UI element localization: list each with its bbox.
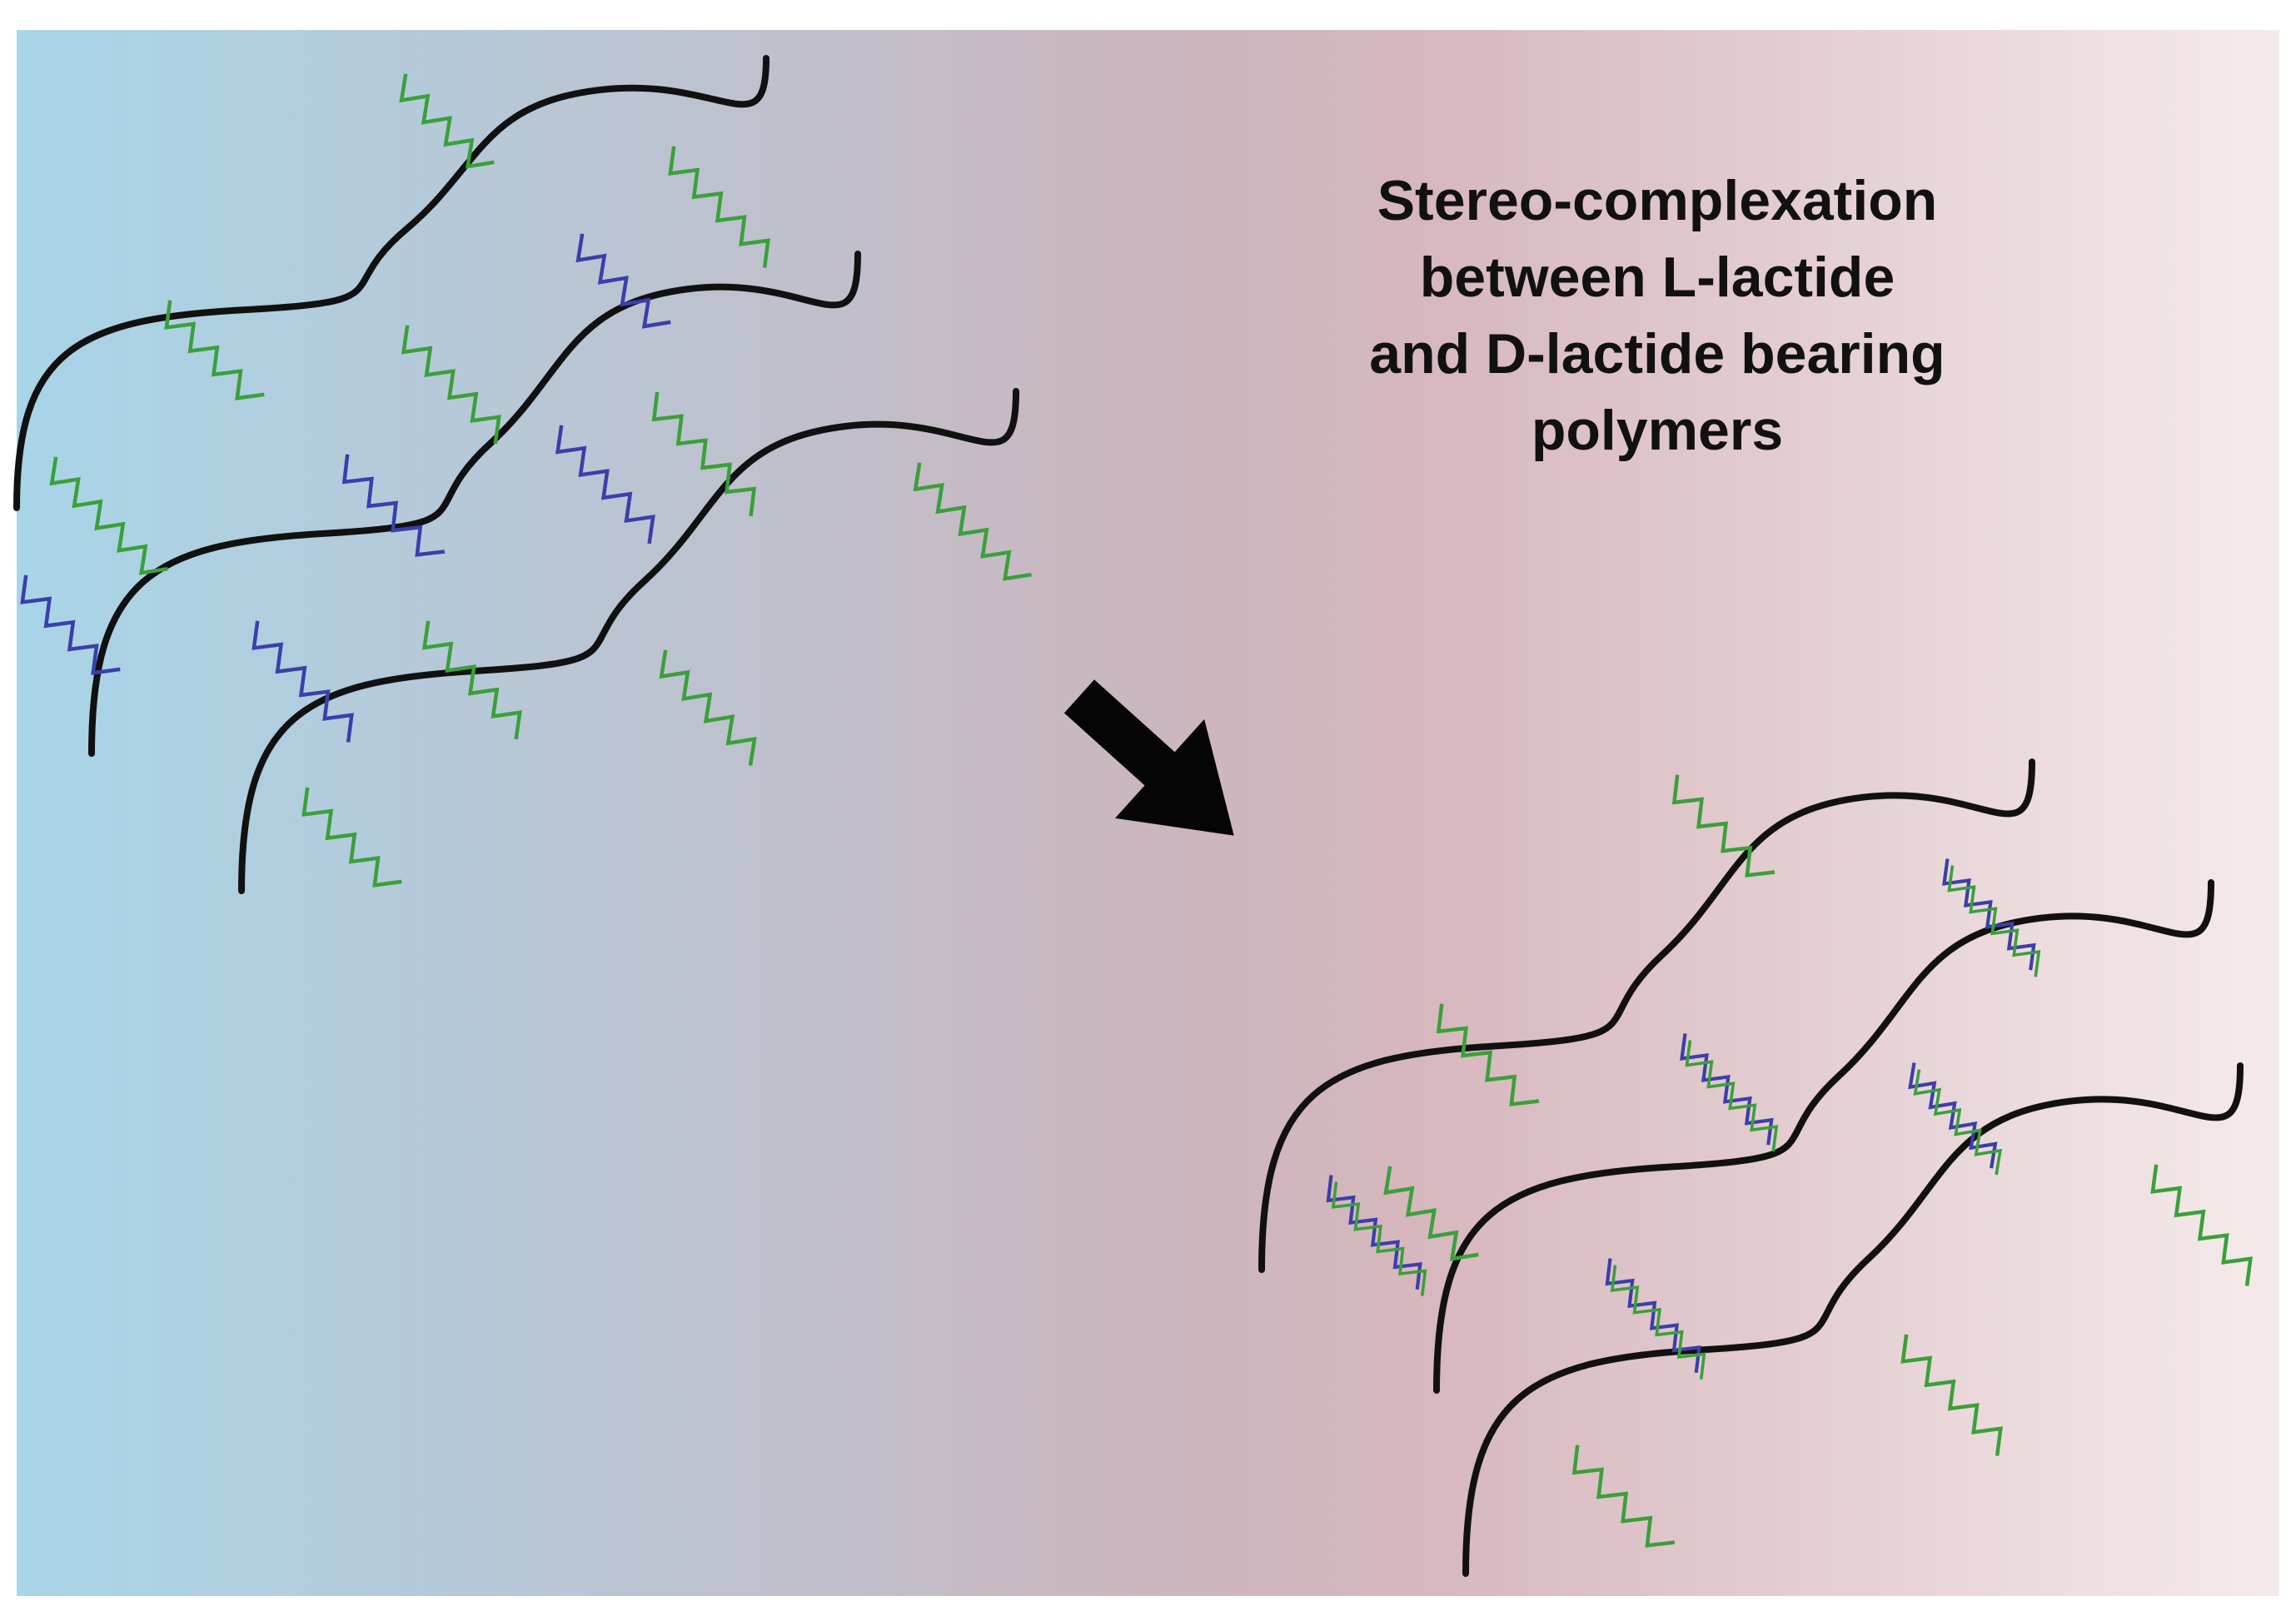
complexed-l-chain-5	[1610, 1265, 1706, 1380]
l-lactide-chain-3	[164, 300, 265, 400]
l-lactide-chain-10	[913, 462, 1032, 581]
l-lactide-chain-13	[421, 620, 522, 740]
complexed-l-chain-2	[1685, 1040, 1779, 1152]
complex-backbone-3	[1462, 1062, 2244, 1577]
free-l-chain-4	[1900, 1334, 2003, 1456]
separate-polymers-group	[13, 55, 1032, 894]
free-l-chain-1	[1671, 774, 1776, 878]
arrow-down-right-icon	[1063, 679, 1234, 836]
l-lactide-chain-2	[668, 146, 770, 268]
complex-backbone-2	[1433, 879, 2214, 1394]
d-lactide-chain-11	[20, 574, 121, 675]
polymer-backbone-3	[238, 388, 1019, 894]
complexed-d-chain-2	[1680, 1033, 1774, 1146]
complexed-d-chain-4	[1326, 1175, 1422, 1290]
free-l-chain-5	[1571, 1444, 1676, 1548]
d-lactide-chain-9	[555, 425, 655, 544]
complexed-d-chain-5	[1605, 1258, 1701, 1373]
caption-line-2: between L-lactide	[1419, 246, 1895, 309]
complexed-d-chain-3	[1908, 1062, 1998, 1169]
complex-backbone-1	[1258, 758, 2035, 1273]
complexed-l-chain-1	[1947, 865, 2041, 977]
l-lactide-chain-5	[401, 325, 501, 445]
complexed-l-chain-3	[1913, 1069, 2003, 1176]
caption-line-3: and D-lactide bearing	[1369, 322, 1945, 385]
d-lactide-chain-12	[252, 620, 354, 743]
polymer-backbone-2	[88, 251, 861, 757]
d-lactide-chain-8	[341, 454, 446, 557]
free-l-chain-3	[2150, 1164, 2253, 1286]
stereocomplex-group	[1258, 758, 2253, 1577]
caption-title: Stereo-complexation between L-lactide an…	[1208, 162, 2107, 469]
l-lactide-chain-7	[49, 456, 168, 575]
d-lactide-chain-4	[575, 233, 671, 329]
l-lactide-chain-1	[399, 73, 495, 169]
caption-line-4: polymers	[1531, 399, 1784, 462]
free-l-chain-6	[1383, 1166, 1479, 1261]
l-lactide-chain-14	[659, 649, 757, 766]
complexed-d-chain-1	[1942, 858, 2036, 971]
free-l-chain-2	[1436, 1003, 1540, 1106]
polymer-backbone-1	[13, 55, 769, 511]
caption-line-1: Stereo-complexation	[1377, 169, 1938, 232]
l-lactide-chain-15	[301, 787, 402, 888]
complexed-l-chain-4	[1331, 1181, 1427, 1296]
l-lactide-chain-6	[651, 391, 757, 517]
